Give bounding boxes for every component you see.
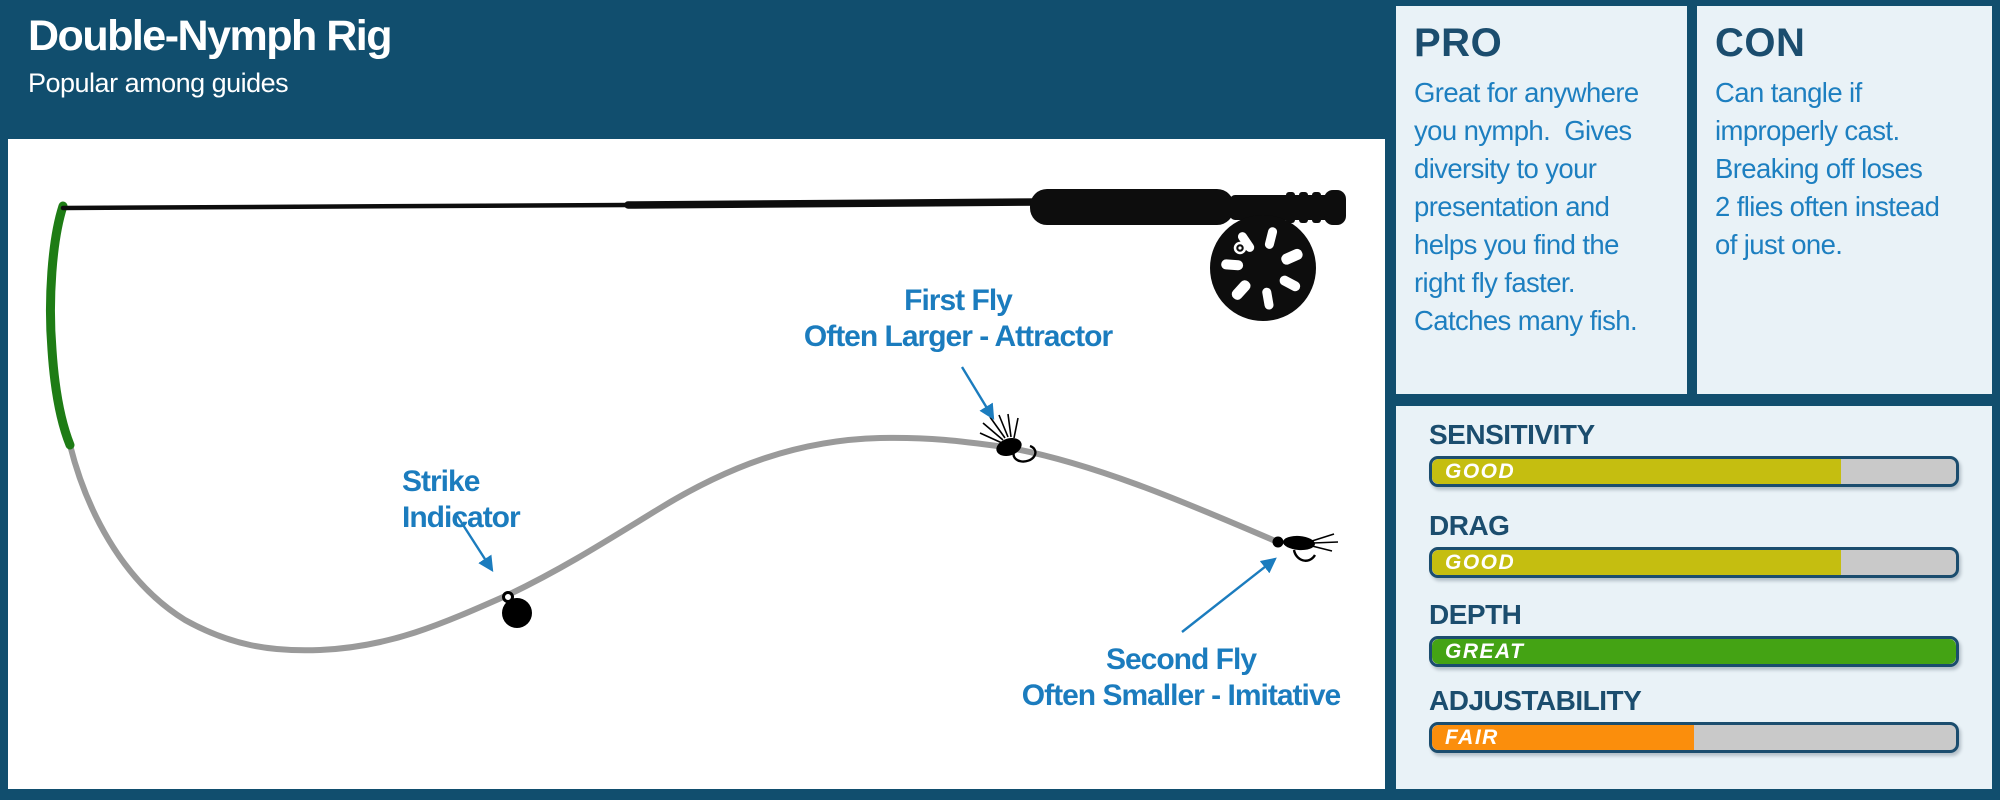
second-fly-label-line1: Second Fly <box>1105 643 1257 676</box>
rating-value: GOOD <box>1445 459 1516 483</box>
rating-value: GREAT <box>1445 639 1525 663</box>
first-fly-arrow <box>960 366 995 420</box>
strike-label-line1: Strike <box>402 465 480 498</box>
rating-name: DRAG <box>1429 510 1510 541</box>
page-title: Double-Nymph Rig <box>28 12 392 60</box>
header: Double-Nymph Rig Popular among guides <box>28 12 392 98</box>
rating-row-adjustability: ADJUSTABILITY FAIR <box>1429 684 1959 753</box>
rating-name: SENSITIVITY <box>1429 419 1595 450</box>
rating-name: ADJUSTABILITY <box>1429 685 1642 716</box>
strike-indicator-icon <box>502 591 532 628</box>
rating-row-depth: DEPTH GREAT <box>1429 598 1959 667</box>
strike-indicator-label: Strike Indicator <box>402 464 521 536</box>
strike-indicator-arrow <box>454 513 494 572</box>
con-heading: CON <box>1715 21 1806 65</box>
rig-diagram-panel: First Fly Often Larger - Attractor Strik… <box>8 139 1385 789</box>
first-fly-label-line2: Often Larger - Attractor <box>803 320 1113 353</box>
second-fly-label: Second Fly Often Smaller - Imitative <box>1021 642 1341 714</box>
second-fly-icon <box>1272 533 1339 562</box>
rating-bar-track: FAIR <box>1429 722 1959 753</box>
page-subtitle: Popular among guides <box>28 68 289 98</box>
rating-bar-fill: GOOD <box>1432 459 1841 484</box>
rating-value: FAIR <box>1445 725 1499 749</box>
pro-panel: PRO Great for anywhere you nymph. Gives … <box>1396 6 1687 394</box>
second-fly-label-line2: Often Smaller - Imitative <box>1021 679 1341 712</box>
rating-row-drag: DRAG GOOD <box>1429 509 1959 578</box>
rig-illustration <box>45 189 1346 654</box>
second-fly-arrow <box>1181 557 1277 633</box>
ratings-panel: SENSITIVITY GOOD DRAG GOOD DEPTH GREAT <box>1396 406 1992 789</box>
con-body-text: Can tangle if improperly cast. Breaking … <box>1715 77 1940 260</box>
rating-bar-track: GREAT <box>1429 636 1959 667</box>
rating-bar-track: GOOD <box>1429 547 1959 578</box>
rating-bar-fill: FAIR <box>1432 725 1694 750</box>
pro-body-text: Great for anywhere you nymph. Gives dive… <box>1414 77 1639 336</box>
con-panel: CON Can tangle if improperly cast. Break… <box>1697 6 1992 394</box>
first-fly-label-line1: First Fly <box>904 284 1013 317</box>
pro-heading: PRO <box>1414 21 1503 65</box>
rating-bar-fill: GREAT <box>1432 639 1956 664</box>
rating-value: GOOD <box>1445 550 1516 574</box>
leader-line <box>67 434 1276 654</box>
rating-name: DEPTH <box>1429 599 1522 630</box>
rating-bar-track: GOOD <box>1429 456 1959 487</box>
fly-reel-icon <box>1210 211 1316 321</box>
fly-rod-icon <box>60 189 1346 225</box>
rating-row-sensitivity: SENSITIVITY GOOD <box>1429 418 1959 487</box>
fly-line <box>45 201 75 450</box>
rating-bar-fill: GOOD <box>1432 550 1841 575</box>
first-fly-icon <box>979 413 1037 463</box>
strike-label-line2: Indicator <box>402 501 521 534</box>
first-fly-label: First Fly Often Larger - Attractor <box>803 283 1113 355</box>
